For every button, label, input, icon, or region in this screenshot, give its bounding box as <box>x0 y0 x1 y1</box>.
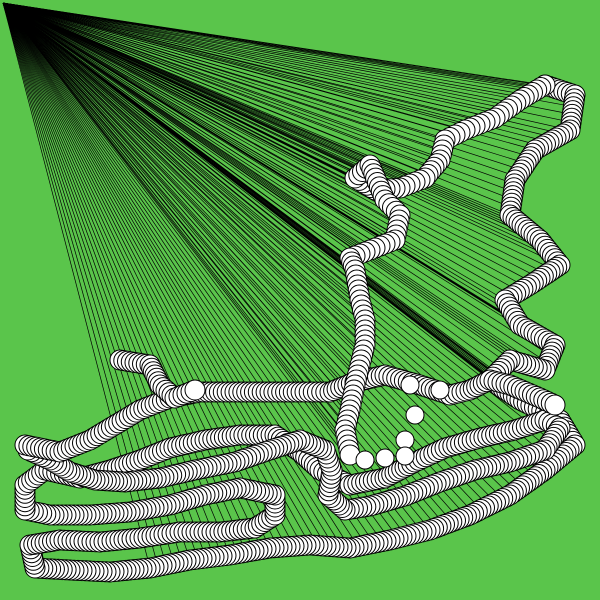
ray-line <box>2 2 515 362</box>
ray-line <box>2 2 522 364</box>
ray-line <box>2 2 506 301</box>
ray-line <box>2 2 550 143</box>
ray-line <box>2 2 554 270</box>
chain-circle <box>355 450 375 470</box>
ray-line <box>2 2 557 139</box>
ray-line <box>2 2 536 151</box>
chain-circle <box>395 430 415 450</box>
ray-line <box>2 2 534 284</box>
chain-circle <box>184 379 206 401</box>
ray-line <box>2 2 575 100</box>
ray-line <box>2 2 502 369</box>
ray-line <box>2 2 510 308</box>
ray-line <box>2 2 438 528</box>
chain-circle <box>430 380 450 400</box>
ray-line <box>2 2 354 396</box>
ray-line <box>2 2 343 548</box>
ray-line <box>2 2 556 260</box>
chain-circle <box>544 394 566 416</box>
circle-chain <box>14 74 586 583</box>
ray-line <box>2 2 549 364</box>
ray-line <box>2 2 535 236</box>
ray-line <box>2 2 538 369</box>
ray-line <box>2 2 564 135</box>
ray-line <box>2 2 561 266</box>
ray-line <box>2 2 530 366</box>
ray-line <box>2 2 504 113</box>
ray-line <box>2 2 529 96</box>
chain-circle <box>375 448 395 468</box>
ray-line <box>2 2 508 364</box>
ray-line <box>2 2 351 456</box>
chain-circle <box>395 446 415 466</box>
ray-line <box>2 2 401 216</box>
ray-line <box>2 2 573 448</box>
ray-line <box>2 2 561 421</box>
ray-line <box>2 2 474 514</box>
ray-line <box>2 2 572 123</box>
ray-line <box>2 2 482 510</box>
ray-line <box>2 2 350 416</box>
ray-line <box>2 2 511 496</box>
ray-line <box>2 2 362 306</box>
ray-line <box>2 2 523 226</box>
chain-circle <box>400 375 420 395</box>
ray-line <box>2 2 541 241</box>
ray-line <box>2 2 573 115</box>
ray-line <box>2 2 529 231</box>
ray-line <box>2 2 363 356</box>
ray-line <box>2 2 565 428</box>
ray-line <box>2 2 523 487</box>
ray-line <box>2 2 552 344</box>
ray-line <box>2 2 453 523</box>
ray-line <box>2 2 543 147</box>
ray-line <box>2 2 574 442</box>
ray-line <box>2 2 546 247</box>
ray-line <box>2 2 546 371</box>
ray-line <box>2 2 517 491</box>
ray-line <box>2 2 489 507</box>
ray-line <box>2 2 431 531</box>
ray-line <box>2 2 513 297</box>
ray-line <box>2 2 518 178</box>
ray-line <box>2 2 358 376</box>
ray-line <box>2 2 547 275</box>
ray-line <box>2 2 569 435</box>
ray-line <box>2 2 476 127</box>
ray-line <box>2 2 191 561</box>
ray-line <box>2 2 541 279</box>
ray-line <box>2 2 514 315</box>
ray-line <box>2 2 467 517</box>
ray-line <box>2 2 441 161</box>
ray-line <box>2 2 520 292</box>
ray-line <box>2 2 551 356</box>
ray-line <box>2 2 349 446</box>
ray-line <box>2 2 572 95</box>
ray-line <box>2 2 515 185</box>
ray-line <box>2 2 527 288</box>
ray-line <box>2 2 460 520</box>
ray-line <box>2 2 512 107</box>
ray-line <box>2 2 445 525</box>
ray-line <box>2 2 521 101</box>
ray-line <box>2 2 554 349</box>
ray-line <box>2 2 551 253</box>
ray-line <box>2 2 571 131</box>
chain-circle <box>405 405 425 425</box>
ray-line <box>2 2 574 108</box>
